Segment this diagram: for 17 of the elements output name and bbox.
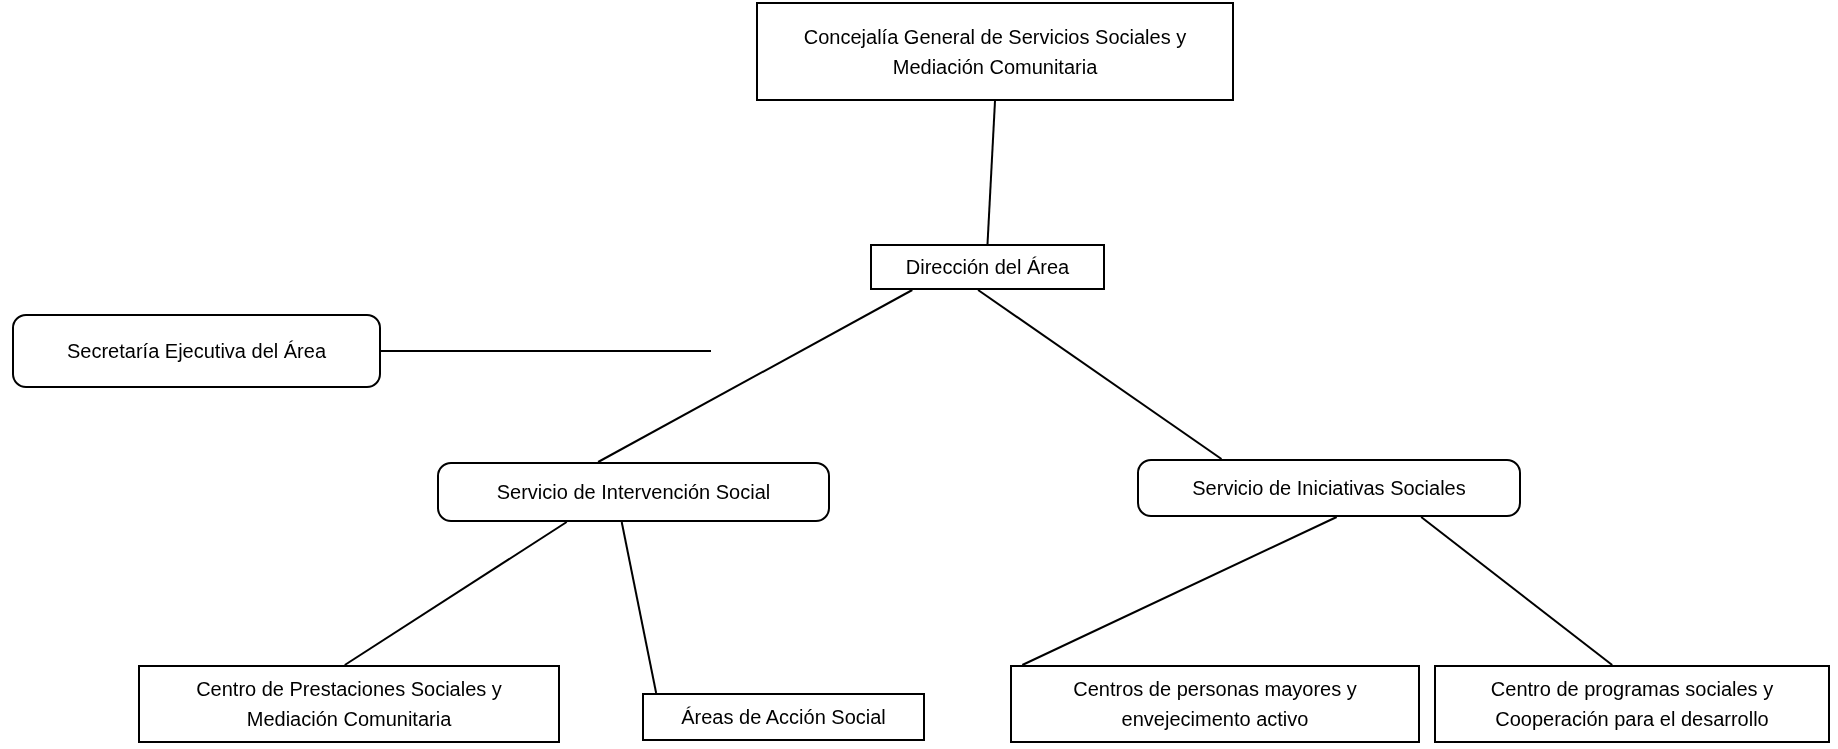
connector-line <box>597 289 914 463</box>
connector-line <box>1420 516 1614 666</box>
rounded-box: Servicio de Intervención Social <box>437 462 830 522</box>
connector-line <box>986 100 996 245</box>
connector-line <box>1021 516 1338 666</box>
connector-line <box>977 289 1223 460</box>
connector-line <box>343 521 568 666</box>
org-box: Centro de Prestaciones Sociales y Mediación Comunitaria <box>138 665 560 743</box>
org-box: Dirección del Área <box>870 244 1105 290</box>
rounded-box: Servicio de Iniciativas Sociales <box>1137 459 1521 517</box>
connector-line <box>620 521 658 694</box>
org-box: Áreas de Acción Social <box>642 693 925 741</box>
org-box: Concejalía General de Servicios Sociales y Mediación Comunitaria <box>756 2 1234 101</box>
org-box: Centros de personas mayores y envejecimento activo <box>1010 665 1420 743</box>
connector-line <box>380 350 712 352</box>
org-box: Centro de programas sociales y Cooperación para el desarrollo <box>1434 665 1830 743</box>
rounded-box: Secretaría Ejecutiva del Área <box>12 314 381 388</box>
